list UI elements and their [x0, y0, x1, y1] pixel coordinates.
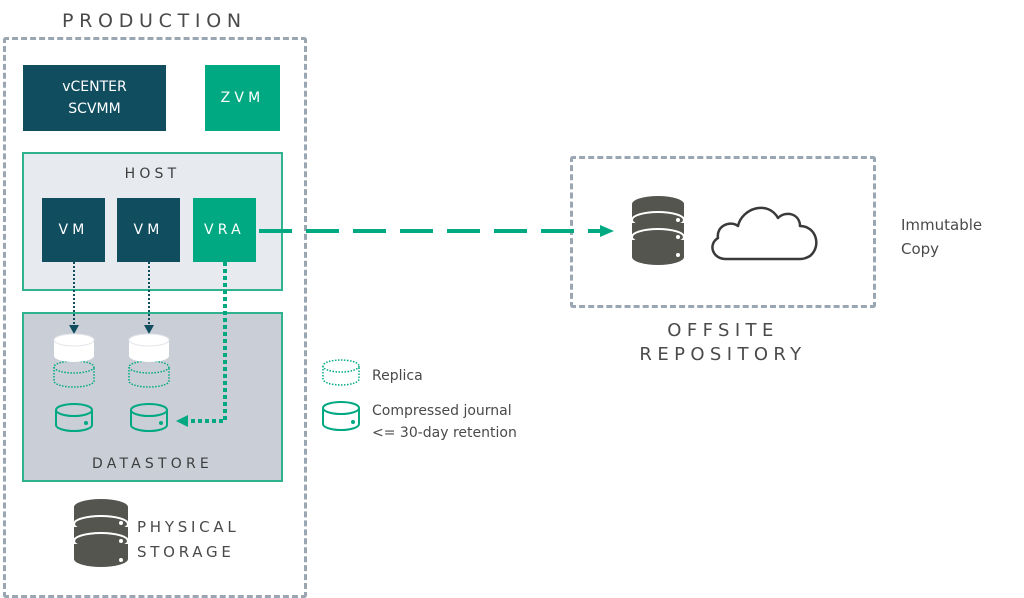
- vm2-replication-arrow: [144, 262, 154, 334]
- cloud-icon: [711, 206, 818, 261]
- vm-label: VM: [58, 222, 89, 238]
- zvm-label: ZVM: [220, 90, 265, 106]
- replica-disk-1: [53, 333, 95, 388]
- offsite-repository-label: OFFSITE REPOSITORY: [570, 319, 876, 367]
- journal-disk-1: [55, 403, 93, 432]
- legend-journal-line2: <= 30-day retention: [372, 425, 517, 441]
- production-title: PRODUCTION: [62, 10, 247, 32]
- production-boundary: [3, 37, 307, 598]
- vcenter-scvmm-box[interactable]: vCENTER SCVMM: [23, 65, 166, 131]
- vcenter-label: vCENTER: [62, 79, 127, 95]
- physical-label-line1: PHYSICAL: [137, 518, 240, 536]
- replica-disk-2: [128, 333, 170, 388]
- offsite-replication-arrow: [259, 225, 614, 237]
- legend-journal-label: Compressed journal <= 30-day retention: [372, 400, 517, 444]
- vra-box[interactable]: VRA: [193, 198, 256, 262]
- immutable-label: Immutable: [901, 216, 983, 234]
- zvm-box[interactable]: ZVM: [205, 65, 280, 131]
- host-label: HOST: [124, 166, 181, 182]
- copy-label: Copy: [901, 240, 940, 258]
- journal-disk-2: [130, 403, 168, 432]
- vm-box-2[interactable]: VM: [117, 198, 180, 262]
- legend-replica-icon: [322, 359, 360, 386]
- offsite-label-line1: OFFSITE: [667, 320, 779, 341]
- host-box: HOST VM VM VRA: [22, 152, 283, 291]
- vm-label: VM: [133, 222, 164, 238]
- vm1-replication-arrow: [69, 262, 79, 334]
- physical-storage-label: PHYSICAL STORAGE: [137, 515, 240, 565]
- physical-label-line2: STORAGE: [137, 543, 235, 561]
- legend-journal-line1: Compressed journal: [372, 403, 512, 419]
- legend-replica-label: Replica: [372, 368, 423, 384]
- legend-journal-icon: [322, 401, 360, 431]
- physical-storage-icon: [73, 499, 129, 567]
- scvmm-label: SCVMM: [68, 101, 121, 117]
- datastore-label: DATASTORE: [92, 456, 213, 472]
- datastore-box: DATASTORE: [22, 312, 283, 482]
- vm-box-1[interactable]: VM: [42, 198, 105, 262]
- offsite-database-icon: [631, 196, 685, 265]
- vra-label: VRA: [204, 222, 245, 238]
- immutable-copy-note: Immutable Copy: [901, 213, 982, 261]
- vra-journal-arrow: [176, 262, 227, 427]
- offsite-label-line2: REPOSITORY: [639, 344, 807, 365]
